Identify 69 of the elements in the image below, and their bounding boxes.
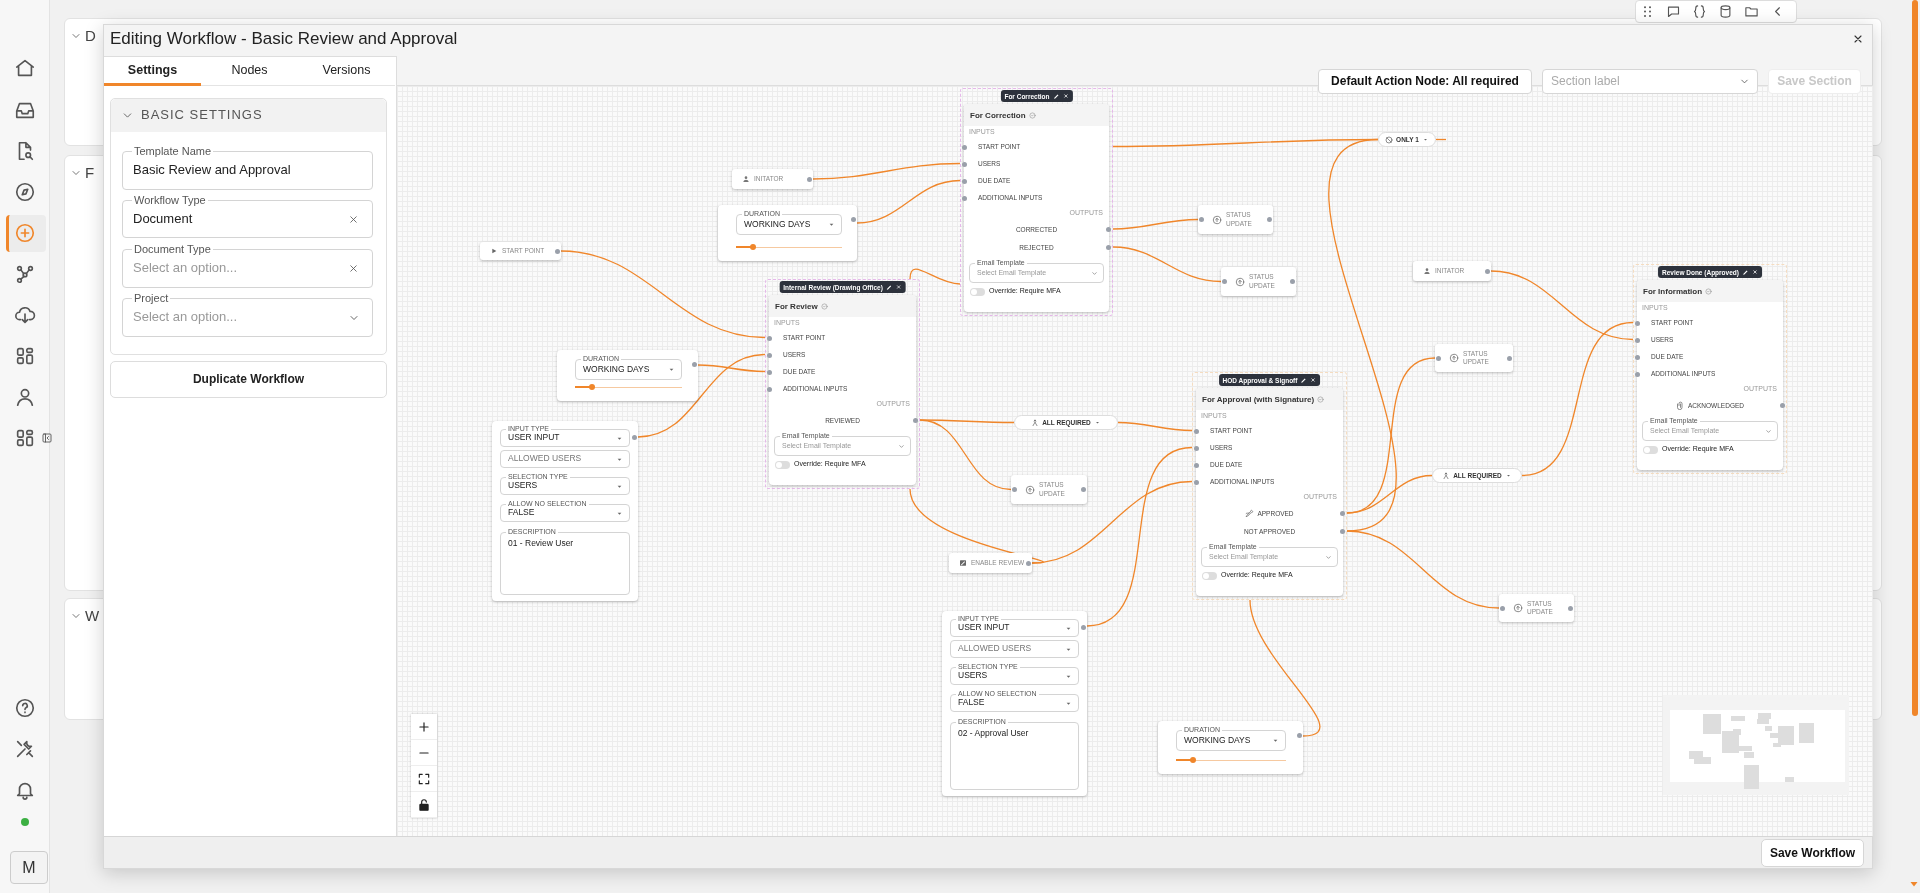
field-value: Select an option... [133, 309, 238, 326]
connector-line [1031, 480, 1193, 564]
field-label: Document Type [132, 242, 213, 256]
connector-line [919, 419, 1015, 424]
rule-pill [1378, 132, 1436, 147]
connector-line [1521, 321, 1634, 477]
section-heading: D [85, 27, 96, 44]
start-node [480, 242, 561, 260]
field-label: Template Name [132, 144, 214, 158]
dialog-title: Editing Workflow - Basic Review and Approval [110, 29, 458, 49]
connector-line [909, 268, 961, 285]
duration-card [557, 350, 698, 401]
field-label: Project [132, 291, 171, 305]
connector-line [1112, 218, 1199, 230]
field-value: Select an option... [133, 260, 238, 277]
field-label: Workflow Type [132, 193, 208, 207]
status-update-node [1011, 475, 1087, 504]
field-value: 02 - Approval User [958, 728, 1029, 740]
duplicate-button: Duplicate Workflow [110, 361, 387, 398]
card-title: For Review [775, 301, 818, 311]
tab: Versions [298, 57, 395, 86]
connector-line [1117, 421, 1193, 432]
field-value: WORKING DAYS [583, 363, 650, 375]
initiator-node [732, 169, 813, 189]
tab: Settings [104, 57, 201, 86]
status-update-node [1499, 594, 1574, 622]
connector-line [1346, 474, 1433, 514]
connector-line [1112, 246, 1222, 283]
connector-line [560, 250, 766, 339]
field-value: ALLOWED USERS [958, 643, 1032, 655]
card-title: For Correction [970, 110, 1026, 120]
connector-line [1328, 138, 1397, 532]
connector-line [909, 488, 1044, 564]
connector-line [1086, 446, 1193, 627]
duration-card [1158, 721, 1303, 774]
connector-line [697, 364, 766, 373]
field-value: Basic Review and Approval [133, 162, 291, 179]
avatar: M [10, 851, 48, 884]
connector-line [1490, 270, 1634, 341]
user-input-card [492, 421, 638, 601]
connector-line [1112, 138, 1379, 148]
card-title: For Approval (with Signature) [1202, 394, 1315, 404]
rule-pill [1432, 468, 1522, 483]
field-value: 01 - Review User [508, 538, 574, 550]
status-update-node [1221, 267, 1296, 296]
duration-card [718, 205, 857, 261]
section-heading: F [85, 164, 95, 181]
status-update-node [1435, 344, 1513, 372]
save-workflow-button: Save Workflow [1761, 839, 1864, 867]
field-value: WORKING DAYS [744, 218, 811, 230]
user-input-card [942, 611, 1087, 796]
connector-line [812, 162, 961, 180]
section-heading: W [85, 607, 100, 624]
card-title: For Information [1643, 286, 1703, 296]
field-value: Document [133, 210, 193, 228]
section-heading: BASIC SETTINGS [141, 107, 263, 122]
field-value: ALLOWED USERS [508, 453, 582, 465]
status-update-node [1198, 205, 1273, 234]
default-action-button: Default Action Node: All required [1318, 69, 1532, 94]
initiator-node [1413, 261, 1491, 281]
connector-line [856, 179, 961, 224]
field-value: WORKING DAYS [1184, 734, 1251, 746]
enable-review-node [949, 553, 1032, 573]
section-label-select: Section label [1542, 69, 1758, 94]
rule-pill [1014, 415, 1118, 430]
connector-line [1249, 599, 1320, 737]
tab: Nodes [201, 57, 298, 86]
connector-line [919, 419, 1012, 491]
connector-line [637, 353, 766, 438]
